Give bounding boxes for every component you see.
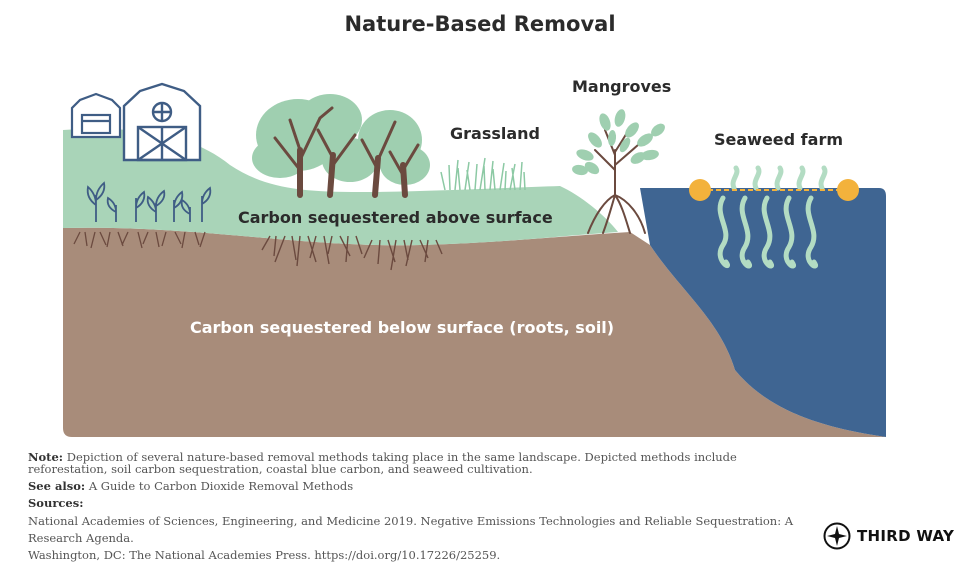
soil-layer [63,227,886,437]
mangrove-tree [572,109,665,234]
sprout-roots [73,231,206,249]
tree-roots [261,235,443,271]
notes-section: Note: Depiction of several nature-based … [28,451,818,564]
sprout-icons [86,181,212,222]
seaweed-strands [717,165,828,269]
mangroves-label: Mangroves [572,77,672,96]
seaweed-farm-label: Seaweed farm [714,130,843,149]
above-surface-label: Carbon sequestered above surface [238,208,553,227]
brand-logo: THIRD WAY [823,522,954,550]
see-also-label: See also: [28,479,86,493]
small-barn-icon [70,92,122,139]
buoy-icon [837,179,859,201]
buoy-icon [689,179,711,201]
water-layer [640,188,886,437]
sources-label: Sources: [28,496,84,510]
source-line: National Academies of Sciences, Engineer… [28,514,794,545]
large-barn-icon [122,82,202,162]
see-also-row: See also: A Guide to Carbon Dioxide Remo… [28,480,818,492]
see-also-link[interactable]: A Guide to Carbon Dioxide Removal Method… [88,479,354,493]
page-title: Nature-Based Removal [344,12,616,36]
brand-name: THIRD WAY [857,527,955,545]
compass-icon [823,522,851,550]
sources-list: National Academies of Sciences, Engineer… [28,513,818,564]
tree-trunks [273,106,420,198]
grassland-label: Grassland [450,124,540,143]
note-label: Note: [28,450,64,464]
source-line: Washington, DC: The National Academies P… [28,548,501,562]
note-text: Depiction of several nature-based remova… [28,450,737,476]
below-surface-label: Carbon sequestered below surface (roots,… [190,318,615,337]
grassland-tufts [440,157,526,191]
note-row: Note: Depiction of several nature-based … [28,451,818,475]
